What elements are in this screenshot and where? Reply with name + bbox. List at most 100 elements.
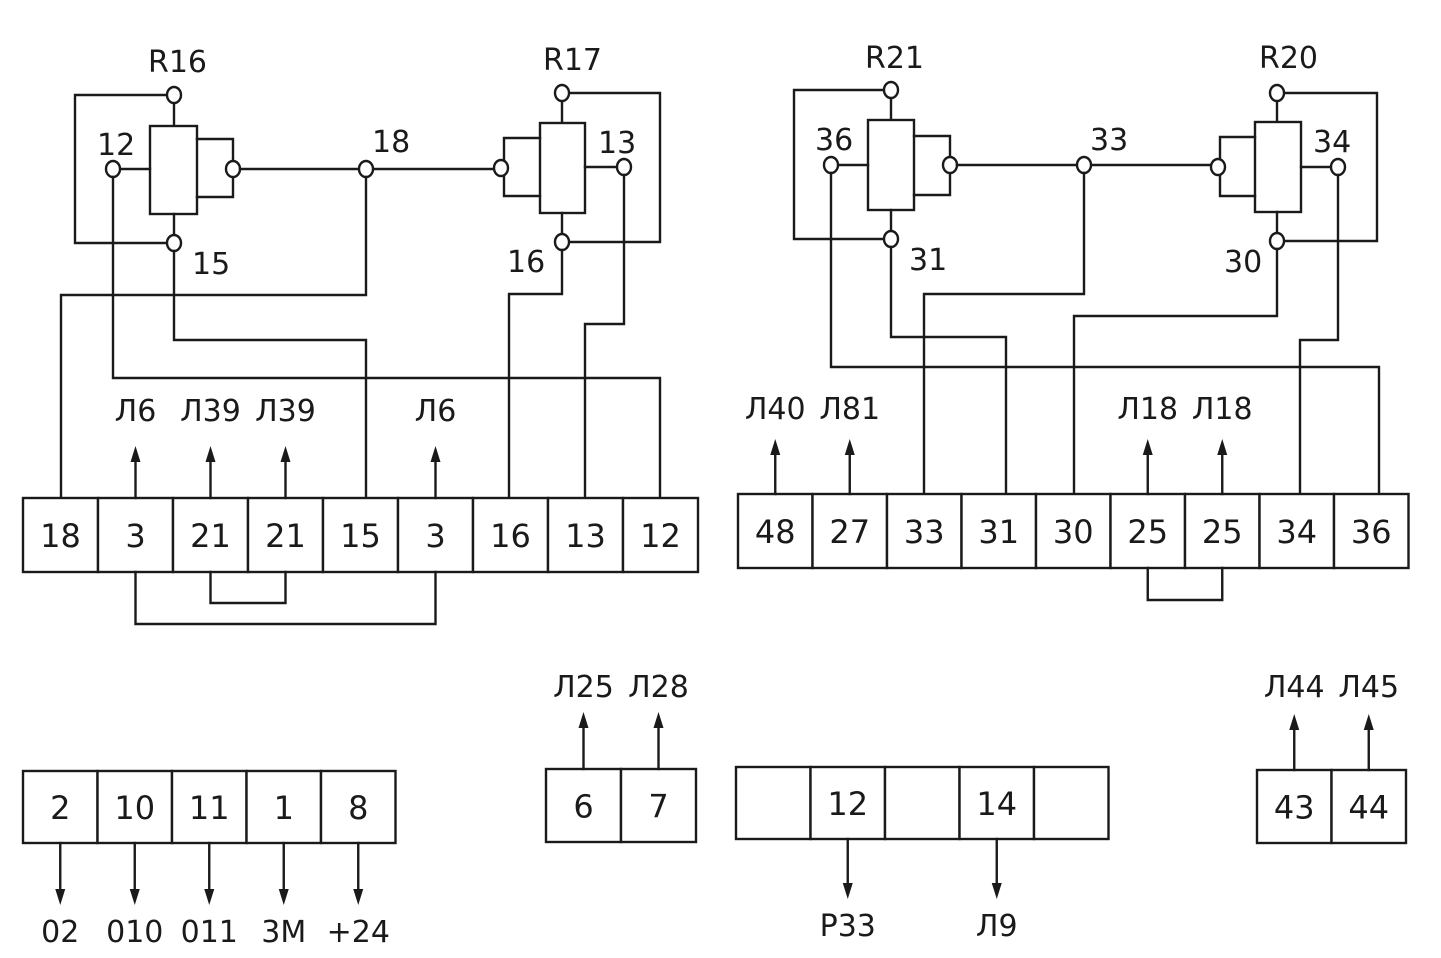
r21-body [866, 118, 916, 212]
signal-label: Л39 [255, 394, 316, 429]
r21-pin-top [882, 80, 900, 100]
terminal-cell [246, 496, 325, 574]
terminal-cell [96, 769, 174, 845]
r16-pin-12 [104, 159, 122, 179]
terminal-cell [619, 767, 698, 844]
r16-pin-12-label: 12 [97, 128, 135, 163]
terminal-cell [1330, 768, 1408, 845]
signal-label: Л18 [1117, 392, 1178, 427]
terminal-cell [958, 765, 1036, 841]
signal-label: Л40 [745, 392, 806, 427]
r20-pin-30 [1268, 231, 1286, 251]
terminal-number: 2 [50, 789, 70, 827]
r21-loop-wire [792, 88, 885, 241]
wire-36-to-t36 [829, 171, 1381, 496]
signal-label: Л45 [1338, 670, 1399, 705]
r20-pin-34-label: 34 [1313, 125, 1351, 160]
arrow-up-icon [578, 712, 589, 728]
relay-r16-label: R16 [148, 45, 207, 80]
arrow-up-icon [1363, 714, 1374, 730]
terminal-cell [96, 496, 175, 574]
terminal-cell [21, 496, 100, 574]
r16-pin-right [224, 159, 242, 179]
relay-r17-label: R17 [543, 43, 602, 78]
terminal-number: 30 [1053, 513, 1094, 551]
wire-33-to-t33 [922, 171, 1086, 496]
relay-r20: R20 34 30 [1209, 41, 1379, 280]
r21-pin-right [941, 155, 959, 175]
relay-r21: R21 36 31 [792, 41, 959, 278]
wire-15-to-t15 [172, 249, 368, 500]
r20-pin-34 [1329, 157, 1347, 177]
terminal-number: 43 [1274, 789, 1315, 827]
signal-label: Л28 [628, 670, 689, 705]
junction-18 [357, 159, 375, 179]
signal-label: Л6 [415, 394, 457, 429]
terminal-cell [171, 496, 250, 574]
circuit-right: R21 36 31 33 R20 [792, 41, 1381, 496]
wire-13-to-t13 [583, 173, 626, 500]
arrow-down-icon [55, 889, 66, 905]
signal-label: 02 [41, 915, 79, 950]
wire-16-to-t16 [507, 248, 564, 500]
terminal-number: 11 [189, 789, 230, 827]
r21-pin-36-label: 36 [815, 123, 853, 158]
terminal-cell [1034, 492, 1112, 570]
terminal-number: 33 [904, 513, 945, 551]
r21-pin-36 [822, 155, 840, 175]
terminal-number: 16 [490, 517, 531, 555]
arrow-up-icon [430, 446, 441, 462]
r21-pin-31-label: 31 [909, 243, 947, 278]
arrow-up-icon [653, 712, 664, 728]
terminal-cell [170, 769, 248, 845]
terminal-number: 8 [348, 789, 368, 827]
circuit-left: R16 12 15 18 R17 [59, 43, 662, 500]
terminal-number: 25 [1202, 513, 1243, 551]
r16-body [148, 124, 199, 216]
r20-loop-wire [1283, 91, 1379, 243]
r17-pin-13 [615, 157, 633, 177]
terminal-number: 44 [1348, 789, 1389, 827]
terminal-number: 34 [1276, 513, 1317, 551]
terminal-cell [245, 769, 323, 845]
r20-pin-top [1268, 83, 1286, 103]
terminal-number: 36 [1351, 513, 1392, 551]
terminal-number: 18 [40, 517, 81, 555]
r20-body [1253, 120, 1303, 214]
terminal-cell [736, 492, 814, 570]
relay-r16: R16 12 15 [73, 45, 242, 282]
arrow-down-icon [204, 889, 215, 905]
terminal-number: 27 [829, 513, 870, 551]
r16-pin-top [165, 85, 183, 105]
junction-33-label: 33 [1090, 123, 1128, 158]
arrow-up-icon [280, 446, 291, 462]
terminal-cell [471, 496, 550, 574]
wire-18-to-t18 [59, 175, 368, 500]
wire-34-to-t34 [1298, 173, 1340, 496]
signal-label: Л6 [115, 394, 157, 429]
r20-pin-left [1209, 157, 1227, 177]
arrow-down-icon [278, 889, 289, 905]
arrow-up-icon [1142, 439, 1153, 455]
r16-pin-15 [165, 233, 183, 253]
arrow-down-icon [129, 889, 140, 905]
r17-pin-16-label: 16 [507, 245, 545, 280]
terminal-number: 15 [340, 517, 381, 555]
terminal-cell [1332, 492, 1410, 570]
r17-pin-13-label: 13 [598, 126, 636, 161]
arrow-up-icon [844, 439, 855, 455]
terminal-number: 13 [565, 517, 606, 555]
arrow-up-icon [1217, 439, 1228, 455]
arrow-up-icon [130, 446, 141, 462]
terminal-cell [1109, 492, 1187, 570]
arrow-up-icon [770, 439, 781, 455]
jumper-bridge [134, 570, 437, 626]
relay-r20-label: R20 [1259, 41, 1318, 76]
terminal-cell [396, 496, 475, 574]
terminal-cell [960, 492, 1038, 570]
